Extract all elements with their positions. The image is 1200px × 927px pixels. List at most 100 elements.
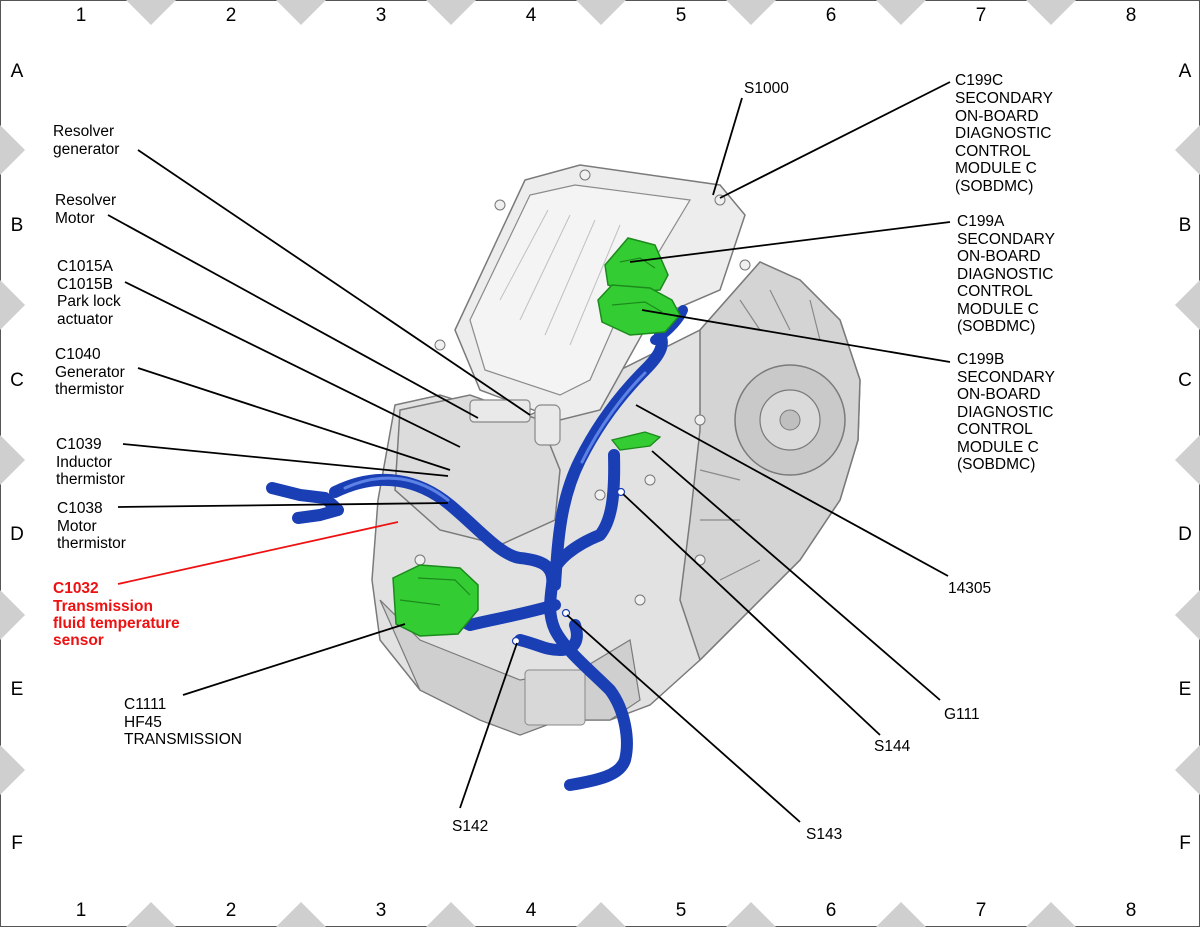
callout-c1015: C1015A C1015B Park lock actuator xyxy=(57,258,121,328)
grid-markers-top xyxy=(126,0,1076,25)
callout-line: CONTROL xyxy=(955,143,1031,160)
callout-line: TRANSMISSION xyxy=(124,731,242,748)
grid-row-label: D xyxy=(10,524,24,545)
housing-ribs xyxy=(699,289,821,581)
leader-s1000 xyxy=(712,97,743,196)
grid-row-label: B xyxy=(11,215,24,236)
callout-line: DIAGNOSTIC xyxy=(957,404,1053,421)
callout-c1039: C1039 Inductor thermistor xyxy=(56,436,125,488)
callout-line: actuator xyxy=(57,311,113,328)
grid-col-label: 4 xyxy=(526,900,537,921)
callout-line: DIAGNOSTIC xyxy=(955,125,1051,142)
callout-line: ON-BOARD xyxy=(955,108,1039,125)
connector-c199b xyxy=(597,284,681,336)
grid-column-labels-top: 1 2 3 4 5 6 7 8 xyxy=(76,5,1137,26)
callout-line: SECONDARY xyxy=(957,231,1055,248)
callout-14305: 14305 xyxy=(948,580,991,597)
grid-markers-right xyxy=(1175,125,1200,795)
grid-row-label: E xyxy=(11,679,24,700)
grid-col-label: 2 xyxy=(226,900,237,921)
grid-row-labels-left: A B C D E F xyxy=(10,61,24,854)
callout-line: fluid temperature xyxy=(53,615,180,632)
callout-line: C1038 xyxy=(57,500,103,517)
leader-s144 xyxy=(622,493,881,736)
connector-c1111 xyxy=(392,564,479,637)
grid-col-label: 3 xyxy=(376,5,387,26)
leader-c1038 xyxy=(117,502,449,508)
resolver-generator-port xyxy=(534,404,561,446)
callout-g111: G111 xyxy=(944,706,980,723)
grid-row-label: A xyxy=(1179,61,1192,82)
callout-line: C1040 xyxy=(55,346,101,363)
callout-line: C1111 xyxy=(124,696,166,713)
grid-col-label: 5 xyxy=(676,900,687,921)
grid-row-labels-right: A B C D E F xyxy=(1178,61,1192,854)
callout-line: S143 xyxy=(806,826,842,843)
callout-c1111: C1111 HF45 TRANSMISSION xyxy=(124,696,242,748)
grid-col-label: 2 xyxy=(226,5,237,26)
leader-s142 xyxy=(459,642,518,809)
callout-line: Motor xyxy=(55,210,95,227)
callout-line: DIAGNOSTIC xyxy=(957,266,1053,283)
callout-line: G111 xyxy=(944,706,980,723)
callout-line: SECONDARY xyxy=(955,90,1053,107)
callout-line: (SOBDMC) xyxy=(955,178,1033,195)
callout-line: Motor xyxy=(57,518,97,535)
leader-c1015 xyxy=(124,281,461,448)
callout-line: C1015B xyxy=(57,276,113,293)
callout-s142: S142 xyxy=(452,818,488,835)
leader-c199a xyxy=(629,221,951,263)
grid-col-label: 7 xyxy=(976,900,987,921)
callout-line: Resolver xyxy=(55,192,116,209)
leader-resolver-motor xyxy=(107,214,479,419)
grid-col-label: 3 xyxy=(376,900,387,921)
grid-markers-left xyxy=(0,125,25,795)
callout-c1032: C1032 Transmission fluid temperature sen… xyxy=(53,580,180,649)
callout-line: C1015A xyxy=(57,258,114,275)
callout-line: thermistor xyxy=(55,381,124,398)
grid-column-labels-bottom: 1 2 3 4 5 6 7 8 xyxy=(76,900,1137,921)
grid-markers-bottom xyxy=(126,902,1076,927)
callout-line: HF45 xyxy=(124,714,162,731)
callout-line: MODULE C xyxy=(955,160,1037,177)
callout-line: S1000 xyxy=(744,80,789,97)
callout-line: C199B xyxy=(957,351,1004,368)
leader-14305 xyxy=(635,404,949,577)
cover-plate xyxy=(524,669,586,726)
callout-line: thermistor xyxy=(57,535,126,552)
callout-line: 14305 xyxy=(948,580,991,597)
grid-row-label: A xyxy=(11,61,24,82)
leader-c199c xyxy=(719,81,951,199)
grid-col-label: 1 xyxy=(76,5,87,26)
grid-col-label: 5 xyxy=(676,5,687,26)
grid-col-label: 6 xyxy=(826,900,837,921)
callout-line: S144 xyxy=(874,738,911,755)
callout-line: Transmission xyxy=(53,598,153,615)
callout-line: C199A xyxy=(957,213,1005,230)
callout-line: (SOBDMC) xyxy=(957,318,1035,335)
leader-c1111 xyxy=(182,623,406,696)
callout-c1038: C1038 Motor thermistor xyxy=(57,500,126,552)
callout-line: ON-BOARD xyxy=(957,386,1041,403)
callout-s143: S143 xyxy=(806,826,842,843)
leader-resolver-generator xyxy=(137,149,531,416)
callout-line: S142 xyxy=(452,818,488,835)
callout-line: thermistor xyxy=(56,471,125,488)
callout-line: Resolver xyxy=(53,123,114,140)
callout-line: sensor xyxy=(53,632,104,649)
callout-c199a: C199A SECONDARY ON-BOARD DIAGNOSTIC CONT… xyxy=(957,213,1055,335)
grid-row-label: C xyxy=(1178,370,1192,391)
grid-col-label: 6 xyxy=(826,5,837,26)
callout-line: Generator xyxy=(55,364,125,381)
leader-s143 xyxy=(566,614,801,823)
grid-row-label: F xyxy=(1179,833,1191,854)
callout-line: ON-BOARD xyxy=(957,248,1041,265)
grid-row-label: C xyxy=(10,370,24,391)
callout-line: (SOBDMC) xyxy=(957,456,1035,473)
grid-col-label: 1 xyxy=(76,900,87,921)
callout-line: C1039 xyxy=(56,436,102,453)
transmission-illustration xyxy=(266,164,861,791)
callout-line: C1032 xyxy=(53,580,99,597)
cover-detail-lines xyxy=(499,209,621,346)
